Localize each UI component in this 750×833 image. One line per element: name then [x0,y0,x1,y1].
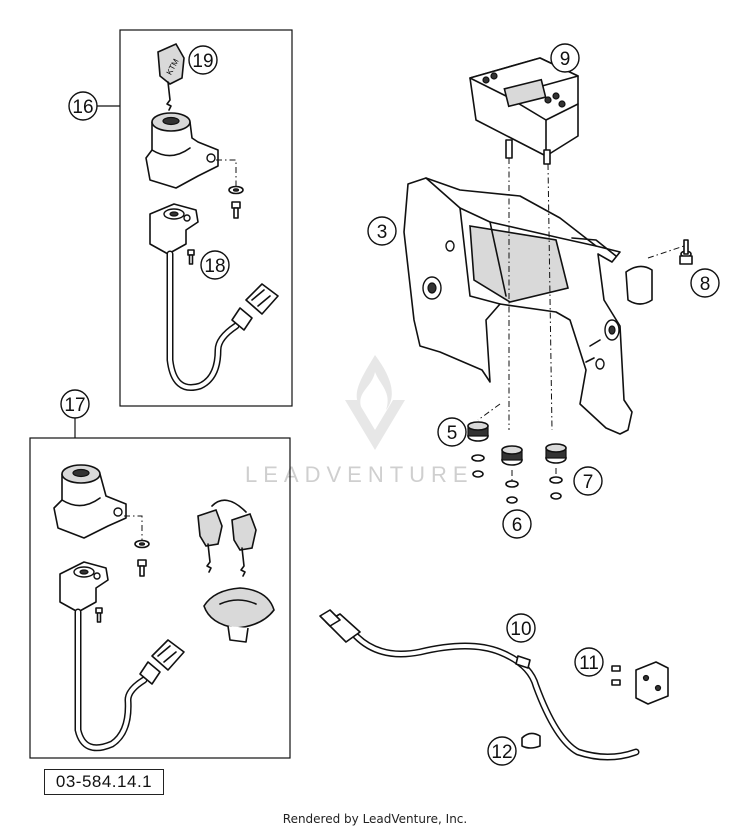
rubber-bush-6 [501,445,523,466]
ignition-key: KTM [157,42,185,111]
washer-7 [549,476,563,484]
callout-18: 18 [200,250,230,280]
callout-17: 17 [60,389,90,419]
connector-17 [139,639,185,685]
callout-12: 12 [487,736,517,766]
callout-6: 6 [502,509,532,539]
callout-12-label: 12 [491,742,512,763]
key-pair [197,499,257,577]
callout-5: 5 [437,417,467,447]
callout-11: 11 [574,647,604,677]
callout-6-label: 6 [512,515,523,536]
callout-16: 16 [68,91,98,121]
diagram-code: 03-584.14.1 [44,769,164,795]
kit-box-17 [29,418,291,759]
callout-5-label: 5 [447,423,458,444]
small-screw-17 [95,607,103,623]
nut-5 [472,470,484,478]
small-screw-18 [187,249,195,265]
callout-9: 9 [550,43,580,73]
callout-8: 8 [690,268,720,298]
screw-8 [679,239,693,265]
washer-16 [228,185,244,195]
callout-10: 10 [506,613,536,643]
callout-3-label: 3 [377,222,388,243]
footer-credit: Rendered by LeadVenture, Inc. [282,812,468,826]
sensor-11 [611,661,669,705]
lock-cylinder-17 [53,464,127,539]
callout-18-label: 18 [204,256,225,277]
flame-logo-icon [345,355,405,450]
callout-19-label: 19 [192,51,213,72]
cable-clip-12 [521,732,541,749]
connector-16 [231,283,279,331]
callout-11-label: 11 [579,653,599,674]
callout-16-label: 16 [72,97,93,118]
nut-6 [506,496,518,504]
screw-17 [137,559,147,577]
nut-7 [550,492,562,500]
washer-6 [505,480,519,488]
ignition-switch [149,203,199,255]
ignition-switch-17 [59,561,109,613]
callout-9-label: 9 [560,49,571,70]
callout-7-label: 7 [583,472,594,493]
callout-3: 3 [367,216,397,246]
watermark-text: LEADVENTURE [245,462,474,487]
rubber-bush-7 [545,443,567,464]
callout-7: 7 [573,466,603,496]
callout-10-label: 10 [510,619,531,640]
headlight-bracket [403,177,653,435]
washer-17 [134,539,150,549]
callout-8-label: 8 [700,274,711,295]
speed-sensor-cable [319,609,640,761]
rubber-bush-5 [467,421,489,442]
callout-17-label: 17 [64,395,85,416]
tank-cap [203,587,275,643]
callout-19: 19 [188,45,218,75]
screw-16 [231,201,241,219]
washer-5 [471,454,485,462]
watermark: LEADVENTURE [245,355,474,487]
speedometer [469,57,579,165]
lock-cylinder [145,112,219,189]
kit-box-16 [97,29,293,407]
